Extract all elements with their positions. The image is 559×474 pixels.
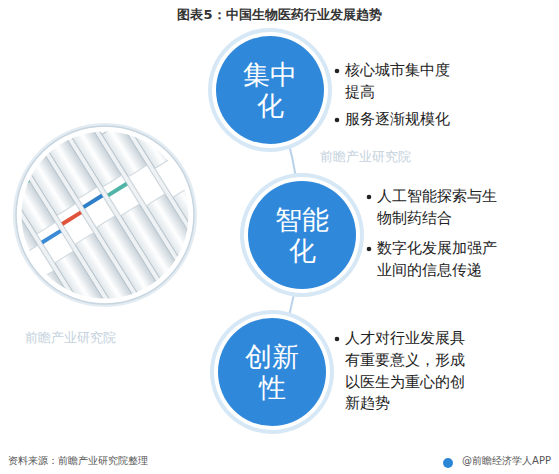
source-note: 资料来源：前瞻产业研究院整理 (8, 455, 148, 467)
trend-circle: 创新性 (210, 310, 334, 434)
test-tubes (0, 69, 239, 358)
trend-point: 核心城市集中度 提高 (345, 60, 455, 104)
trend-name: 集中化 (242, 59, 299, 121)
picture-rim (16, 126, 194, 304)
app-credit: @前瞻经济学人APP (462, 455, 551, 467)
trend-point: 人才对行业发展具 有重要意义，形成 以医生为重心的创 新趋势 (345, 328, 470, 415)
trend-point: 数字化发展加强产 业间的信息传递 (377, 238, 502, 282)
trend-point: 人工智能探索与生 物制药结合 (377, 186, 502, 230)
watermark: 前瞻产业研究院 (320, 149, 411, 165)
trend-name: 智能化 (274, 204, 331, 266)
app-logo (443, 458, 453, 468)
trend-name: 创新性 (244, 341, 301, 403)
trend-circle: 智能化 (240, 173, 364, 297)
trend-circle: 集中化 (208, 28, 332, 152)
chart-title: 图表5：中国生物医药行业发展趋势 (0, 6, 559, 24)
picture-ring (19, 129, 191, 301)
watermark: 前瞻产业研究院 (25, 330, 116, 346)
trend-point: 服务逐渐规模化 (345, 109, 455, 131)
